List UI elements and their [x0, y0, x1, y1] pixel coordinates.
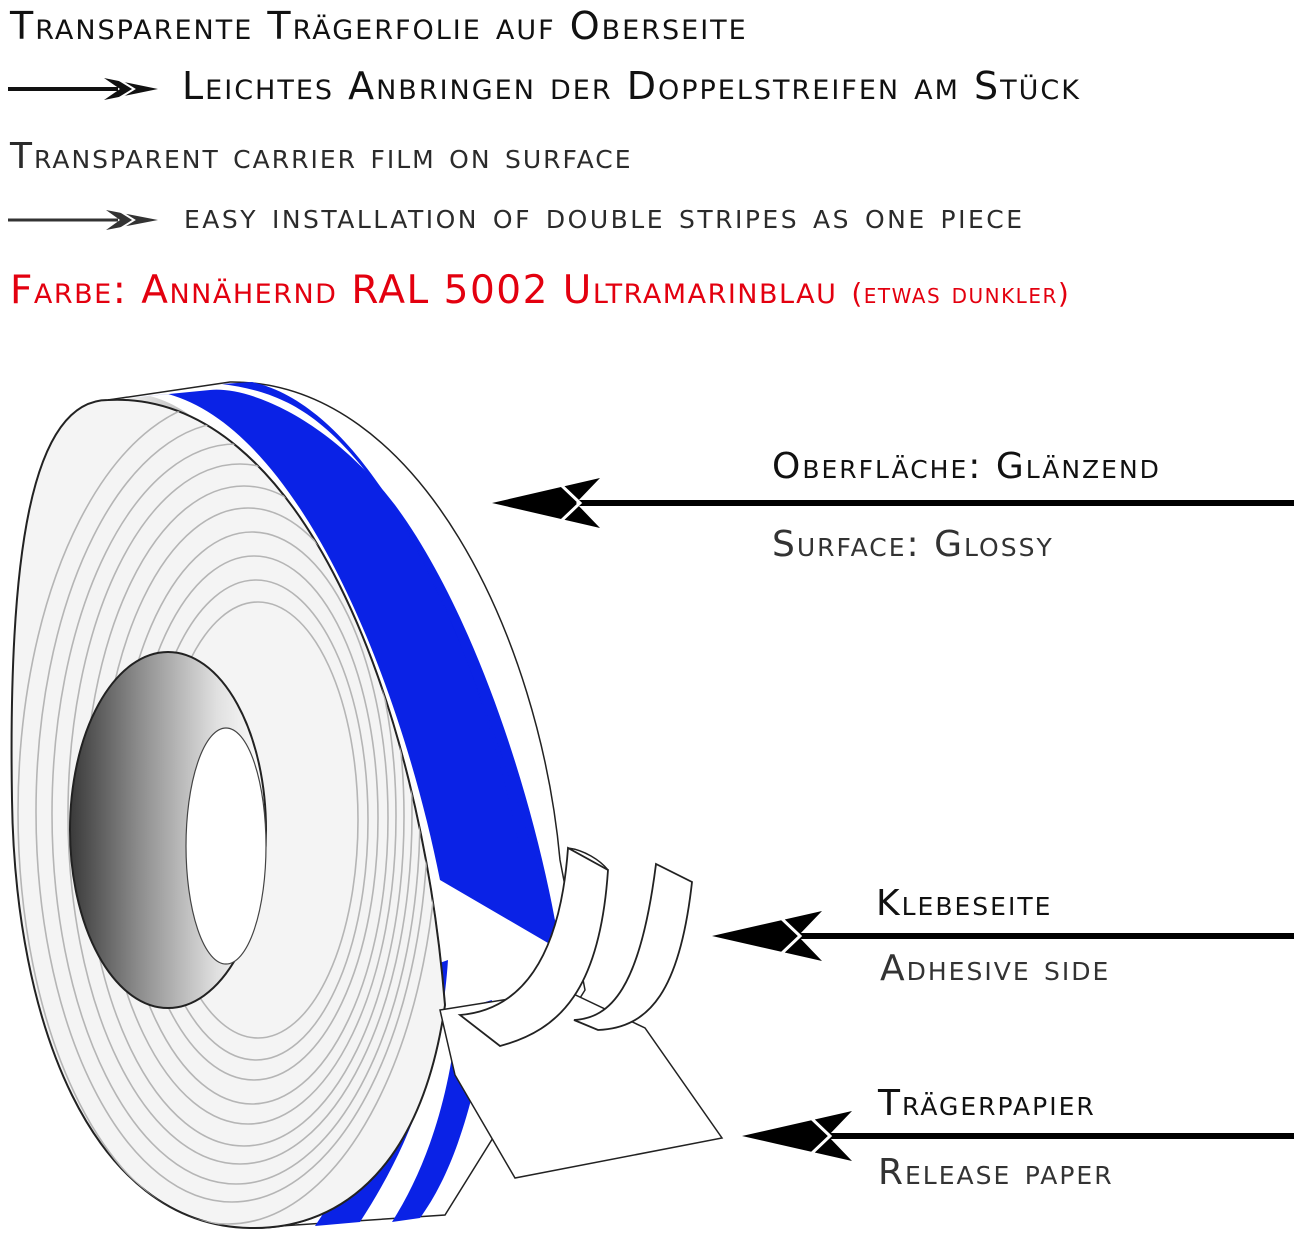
header-line-en-installation: easy installation of double stripes as o…: [184, 196, 1025, 237]
color-main-text: Farbe: Annähernd RAL 5002 Ultramarinblau: [10, 268, 838, 313]
release-arrow-icon: [742, 1111, 1294, 1161]
adhesive-label-de: Klebeseite: [876, 883, 1053, 924]
surface-label-de: Oberfläche: Glänzend: [772, 446, 1161, 487]
arrow-right-icon: [8, 77, 158, 101]
release-label-de: Trägerpapier: [878, 1083, 1096, 1124]
release-label-en: Release paper: [878, 1152, 1114, 1193]
header-line-de-installation: Leichtes Anbringen der Doppelstreifen am…: [182, 64, 1081, 108]
surface-arrow-icon: [492, 478, 1294, 528]
header-line-de-carrier: Transparente Trägerfolie auf Oberseite: [10, 4, 748, 48]
adhesive-label-en: Adhesive side: [880, 948, 1111, 989]
tape-roll-illustration: [10, 381, 724, 1230]
color-specification: Farbe: Annähernd RAL 5002 Ultramarinblau…: [10, 268, 1070, 313]
adhesive-arrow-icon: [712, 911, 1294, 961]
arrow-right-icon: [8, 209, 158, 231]
color-note-text: (etwas dunkler): [851, 277, 1071, 310]
surface-label-en: Surface: Glossy: [772, 524, 1054, 565]
header-line-en-carrier: Transparent carrier film on surface: [10, 136, 633, 177]
